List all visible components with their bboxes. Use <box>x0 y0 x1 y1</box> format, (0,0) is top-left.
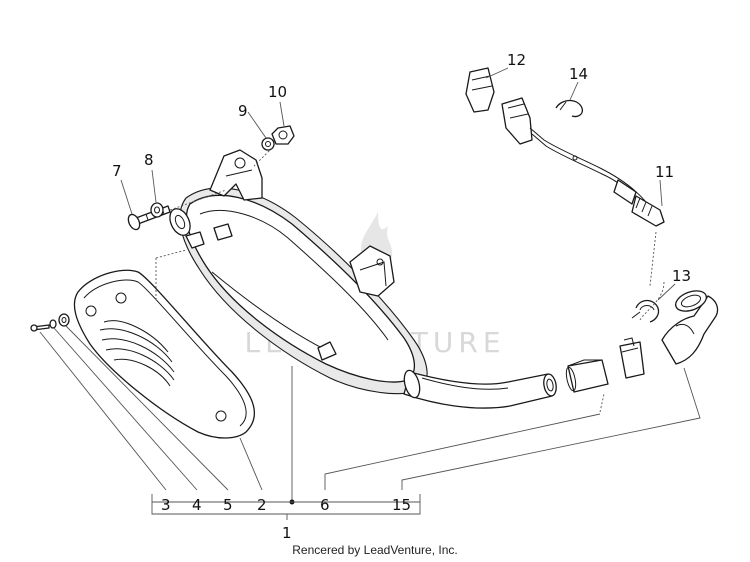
callout-2: 2 <box>257 496 267 514</box>
callout-12: 12 <box>507 51 526 69</box>
header-pipe <box>403 369 557 409</box>
shield-washer-small <box>49 319 57 329</box>
callout-6: 6 <box>320 496 330 514</box>
shield-screw <box>30 324 50 332</box>
snap-ring <box>631 299 660 323</box>
callout-10: 10 <box>268 83 287 101</box>
callout-9: 9 <box>238 102 248 120</box>
gasket-sleeve <box>565 359 609 393</box>
bracket-washer <box>261 137 275 151</box>
credit-line: Rencered by LeadVenture, Inc. <box>292 543 457 557</box>
callout-13: 13 <box>672 267 691 285</box>
callout-3: 3 <box>161 496 171 514</box>
clamp-ring <box>619 337 645 379</box>
callout-1: 1 <box>282 524 292 542</box>
callout-5: 5 <box>223 496 233 514</box>
leader-lines <box>39 67 701 505</box>
rubber-boot <box>465 67 495 113</box>
lambda-sensor <box>501 97 665 227</box>
callout-14: 14 <box>569 65 588 83</box>
callout-11: 11 <box>655 163 674 181</box>
shield-washer-large <box>58 313 70 327</box>
cable-clip <box>555 99 584 118</box>
heat-shield-grille <box>99 320 175 387</box>
assembly-bracket <box>151 494 421 520</box>
callout-4: 4 <box>192 496 202 514</box>
callouts: 1 2 3 4 5 6 7 8 9 10 11 12 13 14 15 <box>112 51 691 542</box>
bend-pipe <box>661 290 719 365</box>
bracket-nut <box>271 125 295 145</box>
heat-shield <box>73 269 256 439</box>
assembly-guides <box>155 147 665 413</box>
callout-7: 7 <box>112 162 122 180</box>
muffler <box>169 149 428 395</box>
bolt-washer <box>150 202 164 218</box>
callout-8: 8 <box>144 151 154 169</box>
callout-15: 15 <box>392 496 411 514</box>
